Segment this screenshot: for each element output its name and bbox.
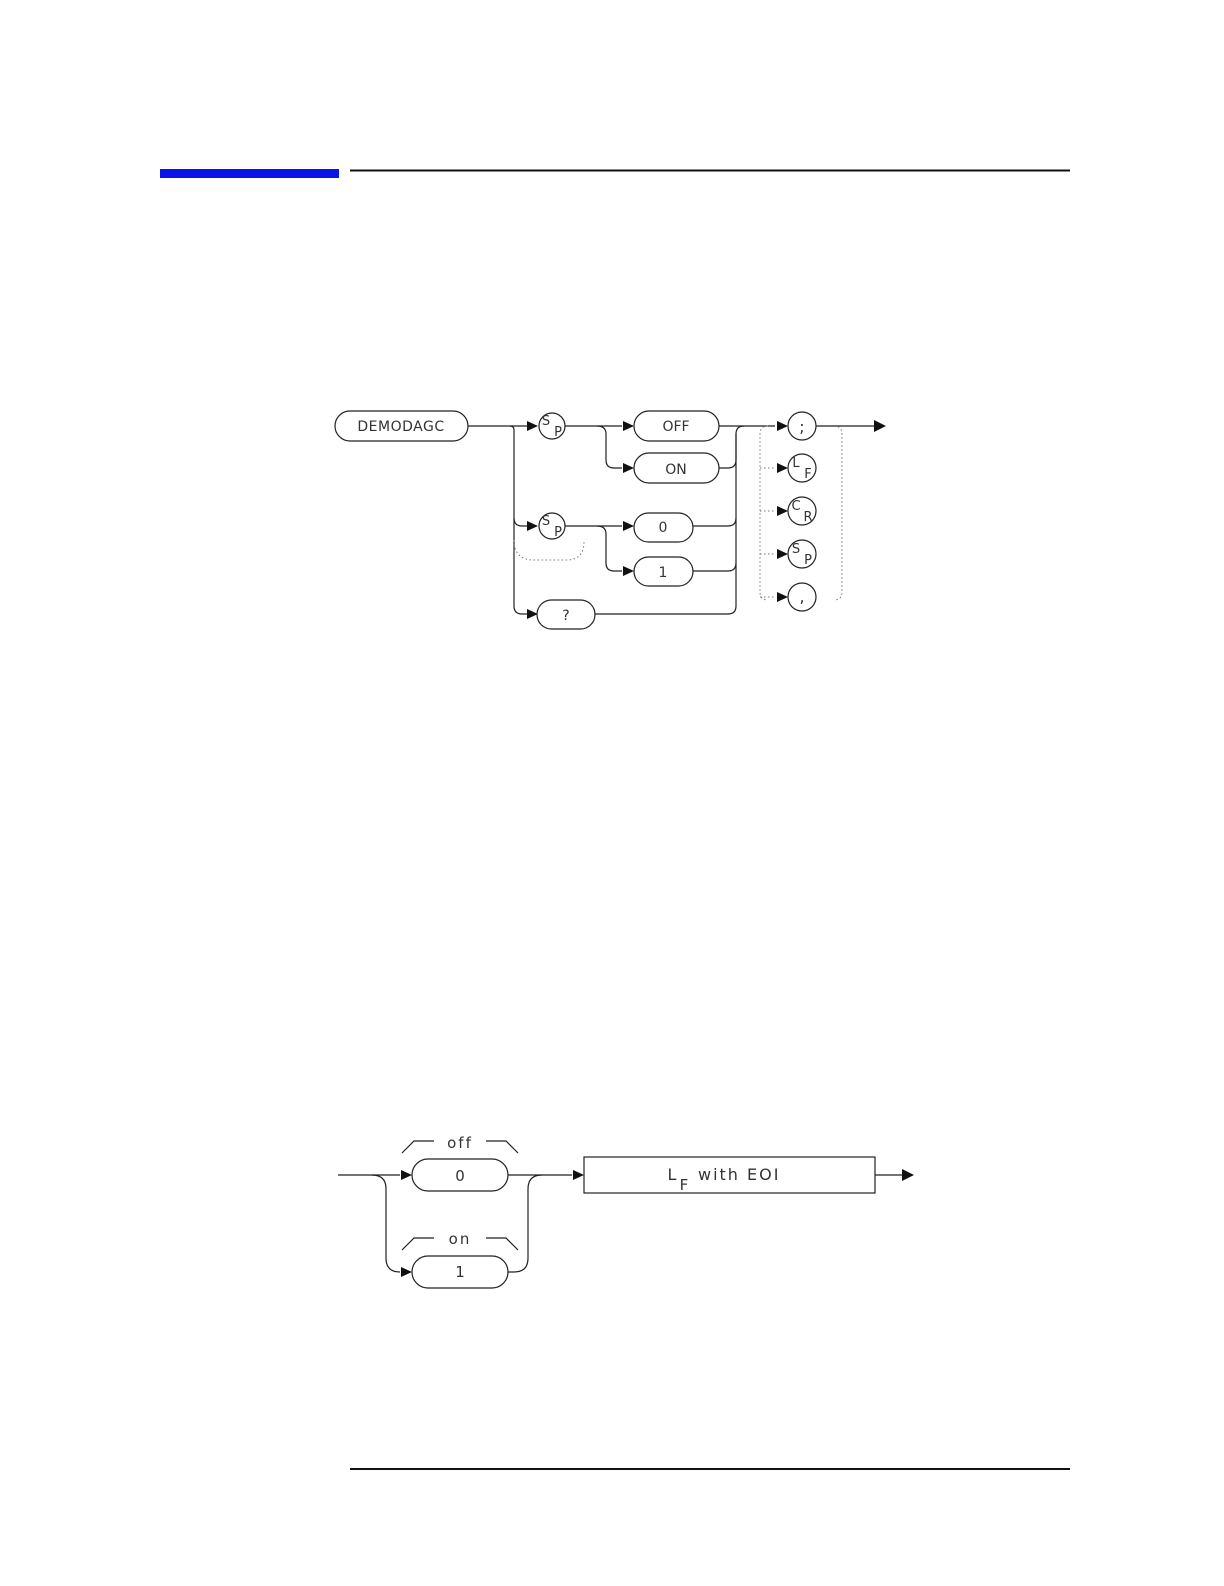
response-0-text: 0 [455,1167,465,1185]
lf-eoi-sub: F [680,1176,689,1194]
svg-text:,: , [799,587,804,606]
sp-symbol-1: S P [539,413,565,440]
svg-text:C: C [791,499,800,514]
off-label: off [447,1134,473,1152]
command-text: DEMODAGC [357,419,444,435]
svg-text:P: P [804,553,812,568]
query-text: ? [562,608,569,624]
lf-eoi-main: L [668,1165,677,1184]
query-response-diagram: off 0 on 1 L F with EOI [338,1134,914,1288]
terminator-cr: C R [788,497,816,525]
svg-text:R: R [803,510,812,525]
sp-symbol-2: S P [539,513,565,540]
terminator-semicolon: ; [788,412,816,440]
header-accent-bar [160,169,339,178]
option-1-text: 1 [659,565,668,581]
response-1-text: 1 [455,1263,465,1281]
svg-text:P: P [554,425,562,440]
lf-eoi-suffix: with EOI [698,1165,780,1184]
terminator-lf: L F [788,454,816,482]
syntax-diagram: DEMODAGC S P S P OFF ON [335,411,886,629]
svg-text:;: ; [799,417,804,436]
svg-text:F: F [804,467,811,482]
on-label: on [449,1230,472,1248]
terminator-comma: , [788,583,816,611]
page-header [160,169,1070,178]
option-off-text: OFF [662,419,689,435]
svg-text:P: P [554,525,562,540]
option-on-text: ON [665,462,687,478]
svg-text:S: S [542,514,550,529]
terminator-sp: S P [788,540,816,568]
svg-text:S: S [542,414,550,429]
svg-text:S: S [792,542,800,557]
svg-text:L: L [792,456,800,471]
option-0-text: 0 [659,520,668,536]
